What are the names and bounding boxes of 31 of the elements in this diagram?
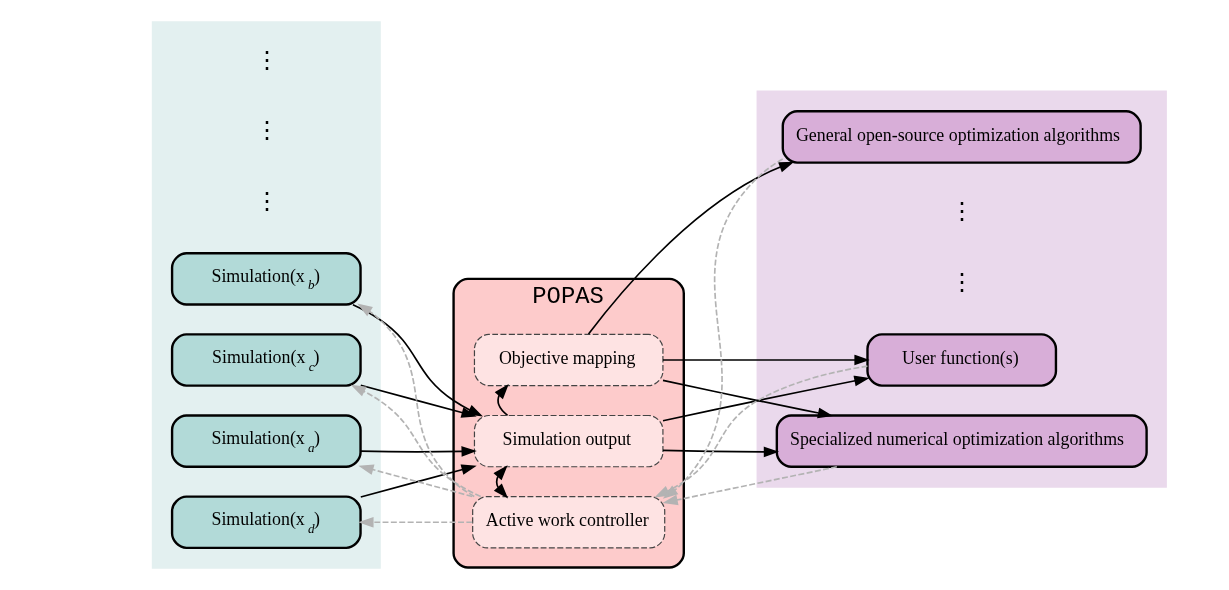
arrow: [661, 465, 838, 506]
label: ⋮: [254, 117, 279, 144]
arrow: [661, 446, 779, 458]
node-box: General open-source optimization algorithms: [781, 110, 1142, 164]
arrow: [661, 379, 833, 419]
cluster: [756, 90, 1167, 488]
arrow: [359, 384, 477, 418]
node-box: Simulation(x$_{c}$): [170, 333, 362, 387]
node-box: Simulation(x$_{d}$): [170, 495, 362, 550]
arrow: [494, 384, 509, 417]
arrow: [661, 354, 870, 366]
arrow: [587, 161, 794, 335]
node-box: Simulation(x$_{a}$): [170, 414, 362, 468]
node-box: Objective mapping: [473, 333, 663, 387]
node-box: User function(s): [865, 333, 1057, 387]
node-box: Active work controller: [471, 496, 665, 549]
arrow: [493, 465, 508, 499]
arrow: [356, 303, 475, 498]
arrow: [662, 158, 783, 499]
label: ⋮: [949, 268, 974, 295]
label: ⋮: [949, 198, 974, 225]
arrow: [653, 365, 868, 498]
cluster: [151, 21, 381, 569]
node-box: Specialized numerical optimization algorithms: [775, 414, 1148, 468]
arrow: [359, 446, 477, 457]
label: ⋮: [254, 187, 279, 214]
node-box: Simulation(x$_{b}$): [170, 252, 362, 306]
node-box: Simulation output: [473, 414, 663, 468]
label: ⋮: [254, 46, 279, 73]
arrow: [357, 516, 473, 528]
arrow: [661, 375, 870, 422]
